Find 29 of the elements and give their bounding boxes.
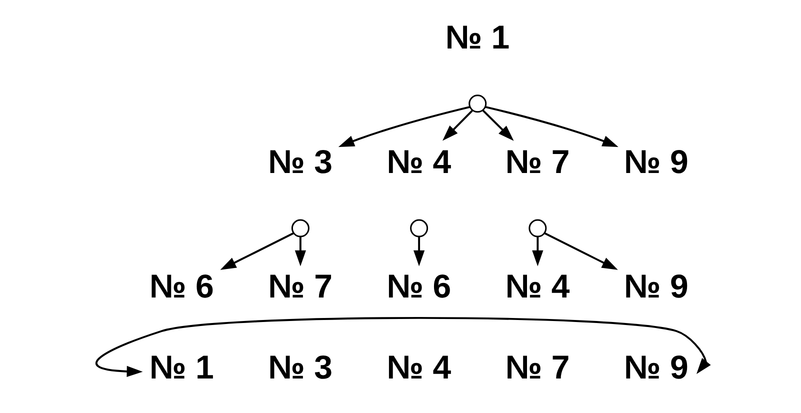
- node-text: № 9: [624, 267, 688, 304]
- node-circle: [468, 94, 486, 113]
- node-text: № 6: [386, 267, 451, 304]
- node-text: № 9: [624, 142, 688, 180]
- node-circle: [290, 219, 309, 238]
- node-circle: [528, 219, 546, 238]
- node-text: № 7: [268, 267, 332, 304]
- arrow: [338, 106, 470, 147]
- node-text: № 3: [268, 142, 332, 180]
- arrow: [532, 236, 543, 266]
- node-circle: [410, 219, 428, 238]
- arrow: [544, 232, 618, 270]
- node-text: № 9: [624, 348, 688, 386]
- node-text: № 7: [504, 142, 570, 180]
- arrow: [294, 236, 306, 266]
- node-text: № 6: [149, 267, 214, 304]
- node-text: № 4: [504, 267, 570, 304]
- node-text: № 1: [444, 18, 510, 56]
- node-text: № 1: [149, 348, 214, 386]
- arrow: [220, 232, 294, 270]
- node-text: № 3: [268, 348, 332, 386]
- node-text: № 4: [386, 348, 451, 386]
- arrow: [412, 236, 424, 266]
- arrow: [484, 106, 618, 147]
- arrow: [96, 316, 710, 378]
- node-text: № 4: [386, 142, 451, 180]
- arrow: [442, 110, 472, 141]
- node-text: № 7: [504, 348, 570, 386]
- arrow: [482, 110, 514, 141]
